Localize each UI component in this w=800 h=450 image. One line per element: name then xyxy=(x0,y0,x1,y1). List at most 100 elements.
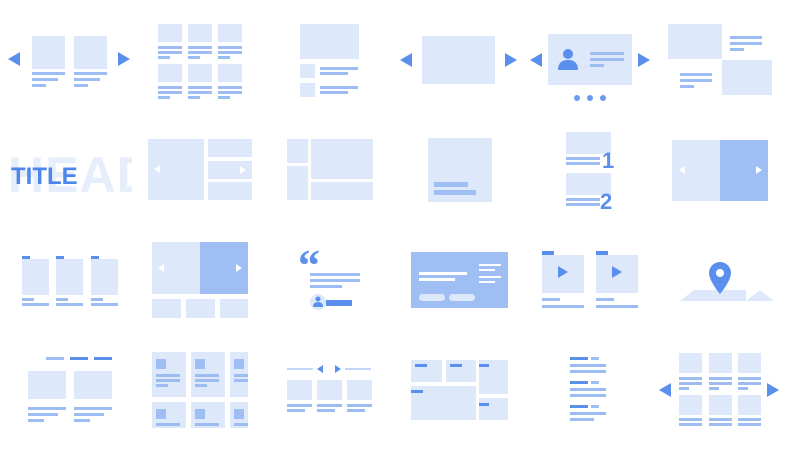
text-line xyxy=(709,387,719,390)
template-testimonial[interactable]: “ xyxy=(298,244,362,312)
template-card-grid-panels[interactable] xyxy=(152,352,248,428)
template-text-sections[interactable] xyxy=(570,357,610,421)
accent-block xyxy=(156,359,166,369)
accent-block xyxy=(570,405,588,408)
accent-block xyxy=(450,364,462,367)
icon-shape xyxy=(558,60,578,70)
text-line xyxy=(158,56,170,59)
arrow-left-icon[interactable] xyxy=(154,165,160,173)
text-line xyxy=(320,91,348,94)
arrow-right-icon[interactable] xyxy=(756,166,762,174)
arrow-right-icon[interactable] xyxy=(638,53,650,67)
text-line xyxy=(91,298,103,301)
arrow-right-icon[interactable] xyxy=(335,365,341,373)
arrow-right-icon[interactable] xyxy=(240,166,246,174)
template-numbered-steps[interactable]: 1 2 xyxy=(566,132,616,213)
text-line xyxy=(218,96,230,99)
play-icon[interactable] xyxy=(612,266,622,278)
placeholder-block xyxy=(479,276,501,278)
placeholder-block xyxy=(218,64,242,82)
template-grid-3x2[interactable] xyxy=(158,24,243,100)
text-line xyxy=(22,298,34,301)
placeholder-block xyxy=(188,24,212,42)
placeholder-block xyxy=(566,132,611,154)
template-carousel-single[interactable] xyxy=(398,36,522,86)
arrow-left-icon[interactable] xyxy=(8,52,20,66)
template-zigzag[interactable] xyxy=(668,24,772,96)
placeholder-block xyxy=(679,395,702,415)
accent-block xyxy=(591,405,599,408)
arrow-left-icon[interactable] xyxy=(317,365,323,373)
template-map[interactable] xyxy=(680,262,774,304)
arrow-right-icon[interactable] xyxy=(118,52,130,66)
pagination-dot[interactable] xyxy=(600,95,606,101)
text-line xyxy=(738,387,748,390)
text-line xyxy=(188,91,212,94)
arrow-right-icon[interactable] xyxy=(236,264,242,272)
banner-button[interactable] xyxy=(419,294,445,301)
text-line xyxy=(74,78,100,81)
text-line xyxy=(188,46,212,49)
template-banner-card[interactable] xyxy=(411,252,508,308)
text-line xyxy=(570,394,606,397)
template-mini-carousel[interactable] xyxy=(287,364,373,418)
template-hero-caption[interactable] xyxy=(428,138,492,202)
template-carousel-two-cards[interactable] xyxy=(8,34,132,94)
text-line xyxy=(310,285,342,288)
pagination-dot[interactable] xyxy=(574,95,580,101)
text-line xyxy=(738,423,761,426)
user-icon xyxy=(558,49,578,70)
placeholder-block xyxy=(208,182,252,200)
step-number: 1 xyxy=(602,148,615,173)
text-line xyxy=(28,413,58,416)
text-line xyxy=(680,73,712,76)
arrow-right-icon[interactable] xyxy=(505,53,517,67)
play-icon[interactable] xyxy=(558,266,568,278)
text-line xyxy=(566,203,600,206)
text-line xyxy=(158,46,182,49)
map-pin-icon[interactable] xyxy=(709,262,731,294)
template-carousel-grid[interactable] xyxy=(659,353,781,429)
arrow-left-icon[interactable] xyxy=(659,383,671,397)
template-video-cards[interactable] xyxy=(542,251,640,311)
arrow-right-icon[interactable] xyxy=(767,383,779,397)
template-profile-carousel[interactable] xyxy=(528,34,652,104)
text-line xyxy=(730,42,762,45)
placeholder-block xyxy=(694,290,746,301)
template-slider-three-thumbs[interactable] xyxy=(152,242,248,318)
text-line xyxy=(188,51,212,54)
template-slider-with-thumbnails[interactable] xyxy=(148,139,252,201)
arrow-left-icon[interactable] xyxy=(530,53,542,67)
text-line xyxy=(158,91,182,94)
placeholder-block xyxy=(22,259,49,295)
template-heading[interactable]: HEAD TITLE xyxy=(8,150,132,200)
accent-block xyxy=(542,251,554,255)
placeholder-block xyxy=(419,278,455,281)
template-three-columns[interactable] xyxy=(22,256,120,306)
template-tabbed-cards[interactable] xyxy=(28,357,114,423)
arrow-left-icon[interactable] xyxy=(158,264,164,272)
pagination-dot[interactable] xyxy=(587,95,593,101)
text-line xyxy=(74,407,112,410)
text-line xyxy=(74,419,90,422)
accent-block xyxy=(234,359,244,369)
text-line xyxy=(158,96,170,99)
template-image-with-list[interactable] xyxy=(300,24,360,99)
template-mosaic[interactable] xyxy=(287,139,373,201)
text-line xyxy=(195,374,219,377)
placeholder-block xyxy=(56,259,83,295)
arrow-left-icon[interactable] xyxy=(679,166,685,174)
text-line xyxy=(74,413,104,416)
arrow-left-icon[interactable] xyxy=(400,53,412,67)
placeholder-block xyxy=(158,24,182,42)
card-image xyxy=(32,36,65,69)
text-line xyxy=(287,404,312,407)
banner-button[interactable] xyxy=(449,294,475,301)
text-line xyxy=(320,72,348,75)
text-line xyxy=(195,423,219,426)
template-dashboard-tiles[interactable] xyxy=(411,360,508,420)
text-line xyxy=(730,36,762,39)
placeholder-block xyxy=(746,290,774,301)
text-line xyxy=(596,305,638,308)
template-split-slider[interactable] xyxy=(672,140,768,201)
